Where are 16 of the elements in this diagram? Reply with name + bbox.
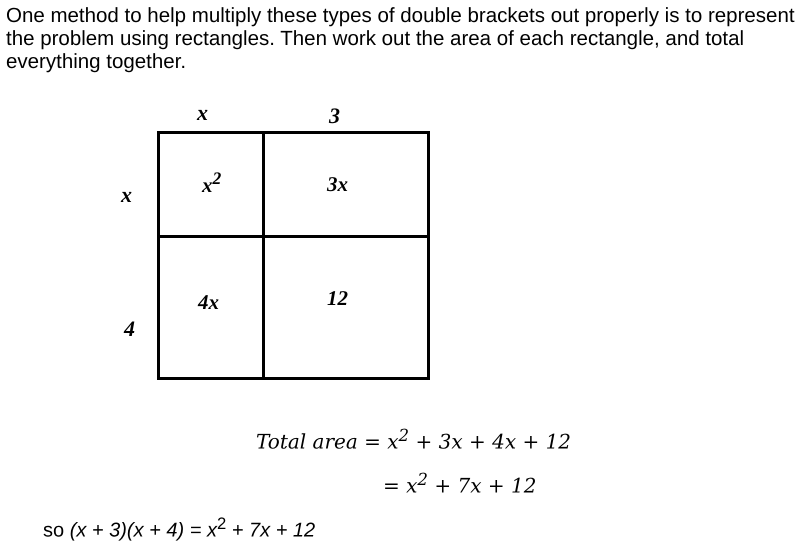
area-term: 12 [327, 286, 348, 311]
intro-paragraph: One method to help multiply these types of double brackets out properly is to represent the problem using rectangles. Then work out the area of each rectangle, and total everything together. [6, 4, 796, 73]
side-length-label: x [121, 182, 132, 208]
area-rectangle [262, 235, 430, 380]
area-rectangle [157, 235, 265, 380]
area-term: 3x [327, 172, 348, 197]
side-length-label: 4 [124, 316, 135, 342]
area-rectangle [262, 131, 430, 238]
area-term: 4x [198, 290, 219, 315]
side-length-label: x [197, 100, 208, 126]
area-rectangle [157, 131, 265, 238]
side-length-label: 3 [329, 103, 340, 129]
simplified-equation: = x$^{2}$ + 7x + 12 [383, 470, 536, 498]
total-area-equation: Total area = x$^{2}$ + 3x + 4x + 12 [256, 426, 572, 454]
area-term: x$^{2}$ [202, 168, 222, 198]
conclusion-equation: so (x + 3)(x + 4) = x$^{2}$ + 7x + 12 [43, 514, 316, 543]
